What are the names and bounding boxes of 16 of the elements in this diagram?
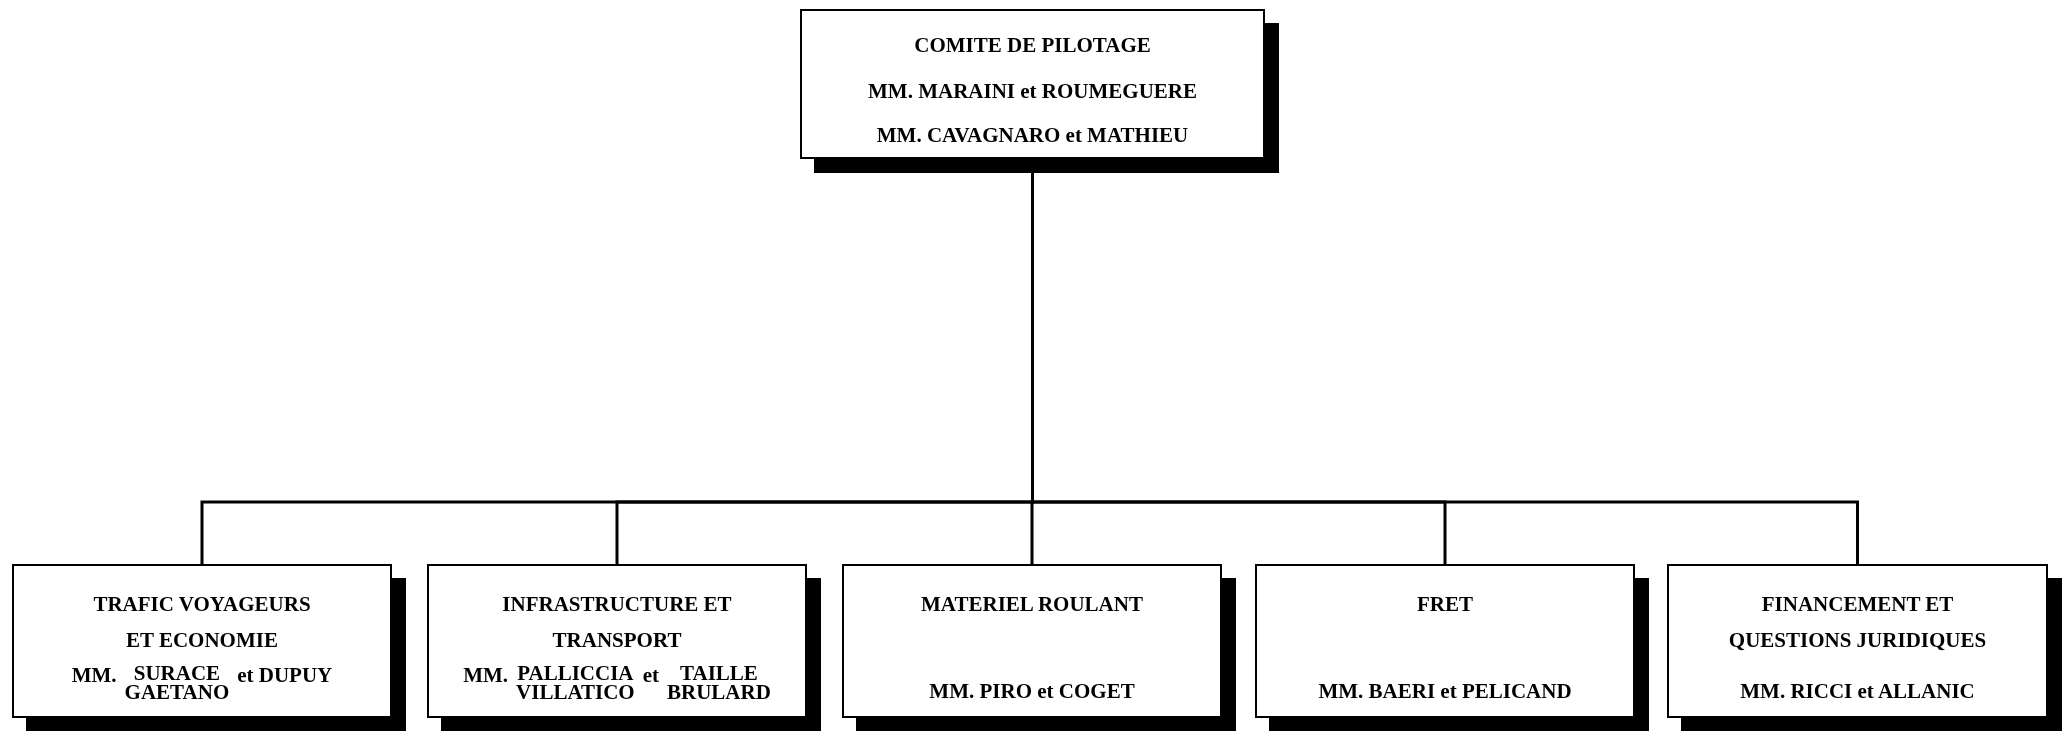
- member-names: PALLICCIA VILLATICO: [516, 664, 635, 702]
- member-names: MM. CAVAGNARO et MATHIEU: [875, 123, 1190, 148]
- member-names: MM. PIRO et COGET: [929, 680, 1135, 702]
- member-names: SURACE GAETANO: [124, 664, 230, 702]
- box-title: FRET: [1416, 591, 1474, 618]
- member-names: et: [642, 664, 659, 686]
- member-names: MM. BAERI et PELICAND: [1318, 680, 1572, 702]
- box-title: FINANCEMENT ET QUESTIONS JURIDIQUES: [1727, 591, 1988, 654]
- member-names: TAILLE BRULARD: [667, 664, 771, 702]
- member-names: MM.: [463, 664, 509, 686]
- member-names: et DUPUY: [237, 664, 333, 686]
- member-names: MM. RICCI et ALLANIC: [1740, 680, 1975, 702]
- member-names: MM.: [71, 664, 117, 686]
- member-names: MM. MARAINI et ROUMEGUERE: [867, 79, 1198, 104]
- box-title: MATERIEL ROULANT: [920, 591, 1144, 618]
- box-title: COMITE DE PILOTAGE: [913, 33, 1152, 58]
